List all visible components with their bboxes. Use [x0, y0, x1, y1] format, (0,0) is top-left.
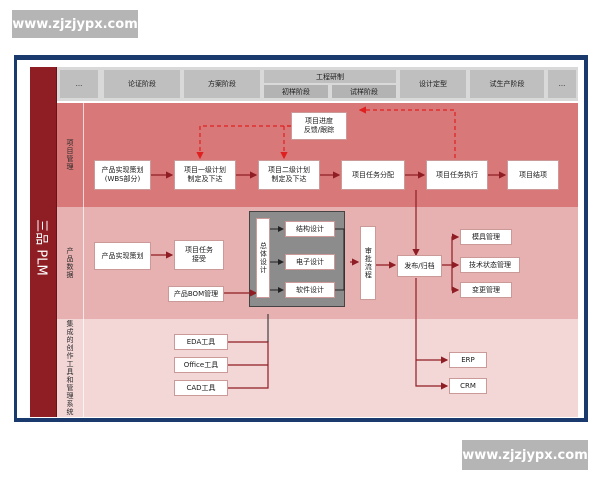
node-bom-management[interactable]: 产品BOM管理: [168, 286, 224, 302]
row-label-integrated-tools: 集成的创作工具和管理系统: [66, 320, 74, 416]
node-erp[interactable]: ERP: [449, 352, 487, 368]
node-overall-design[interactable]: 总体设计: [256, 218, 270, 298]
stage-ellipsis-right: ...: [548, 70, 576, 98]
node-release-archive[interactable]: 发布/归档: [397, 255, 442, 277]
row-label-divider: [83, 103, 84, 417]
plm-sidebar: 三品 PLM: [30, 67, 57, 417]
row-label-project-management: 项目管理: [66, 139, 74, 171]
node-structural-design[interactable]: 结构设计: [285, 221, 335, 237]
stage-prototype: 初样阶段: [264, 85, 328, 98]
stage-trial-production: 试生产阶段: [470, 70, 544, 98]
node-eda-tools[interactable]: EDA工具: [174, 334, 228, 350]
node-mold-management[interactable]: 模具管理: [460, 229, 512, 245]
node-electronic-design[interactable]: 电子设计: [285, 254, 335, 270]
stage-demonstration: 论证阶段: [104, 70, 180, 98]
stage-trial-sample: 试样阶段: [332, 85, 396, 98]
node-progress-feedback[interactable]: 项目进度反馈/跟踪: [291, 112, 347, 140]
stage-scheme: 方案阶段: [184, 70, 260, 98]
row-integrated-tools: [57, 319, 578, 417]
node-software-design[interactable]: 软件设计: [285, 282, 335, 298]
node-level1-plan[interactable]: 项目一级计划制定及下达: [174, 160, 236, 190]
node-task-acceptance[interactable]: 项目任务接受: [174, 240, 224, 270]
node-product-planning-wbs[interactable]: 产品实现策划(WBS部分): [94, 160, 151, 190]
node-project-close[interactable]: 项目结项: [507, 160, 559, 190]
stage-engineering: 工程研制: [264, 70, 396, 83]
node-cad-tools[interactable]: CAD工具: [174, 380, 228, 396]
node-level2-plan[interactable]: 项目二级计划制定及下达: [258, 160, 320, 190]
node-task-execution[interactable]: 项目任务执行: [426, 160, 488, 190]
node-change-management[interactable]: 变更管理: [460, 282, 512, 298]
node-task-assignment[interactable]: 项目任务分配: [341, 160, 405, 190]
watermark-bottom: www.zjzjypx.com: [462, 440, 588, 470]
watermark-top: www.zjzjypx.com: [12, 10, 138, 38]
node-office-tools[interactable]: Office工具: [174, 357, 228, 373]
node-technical-state-management[interactable]: 技术状态管理: [460, 257, 520, 273]
stage-design-finalization: 设计定型: [400, 70, 466, 98]
stage-ellipsis-left: ...: [60, 70, 98, 98]
row-label-product-data: 产品数据: [66, 247, 74, 279]
node-approval-process[interactable]: 审批流程: [360, 226, 376, 300]
node-crm[interactable]: CRM: [449, 378, 487, 394]
node-product-planning[interactable]: 产品实现策划: [94, 242, 151, 270]
